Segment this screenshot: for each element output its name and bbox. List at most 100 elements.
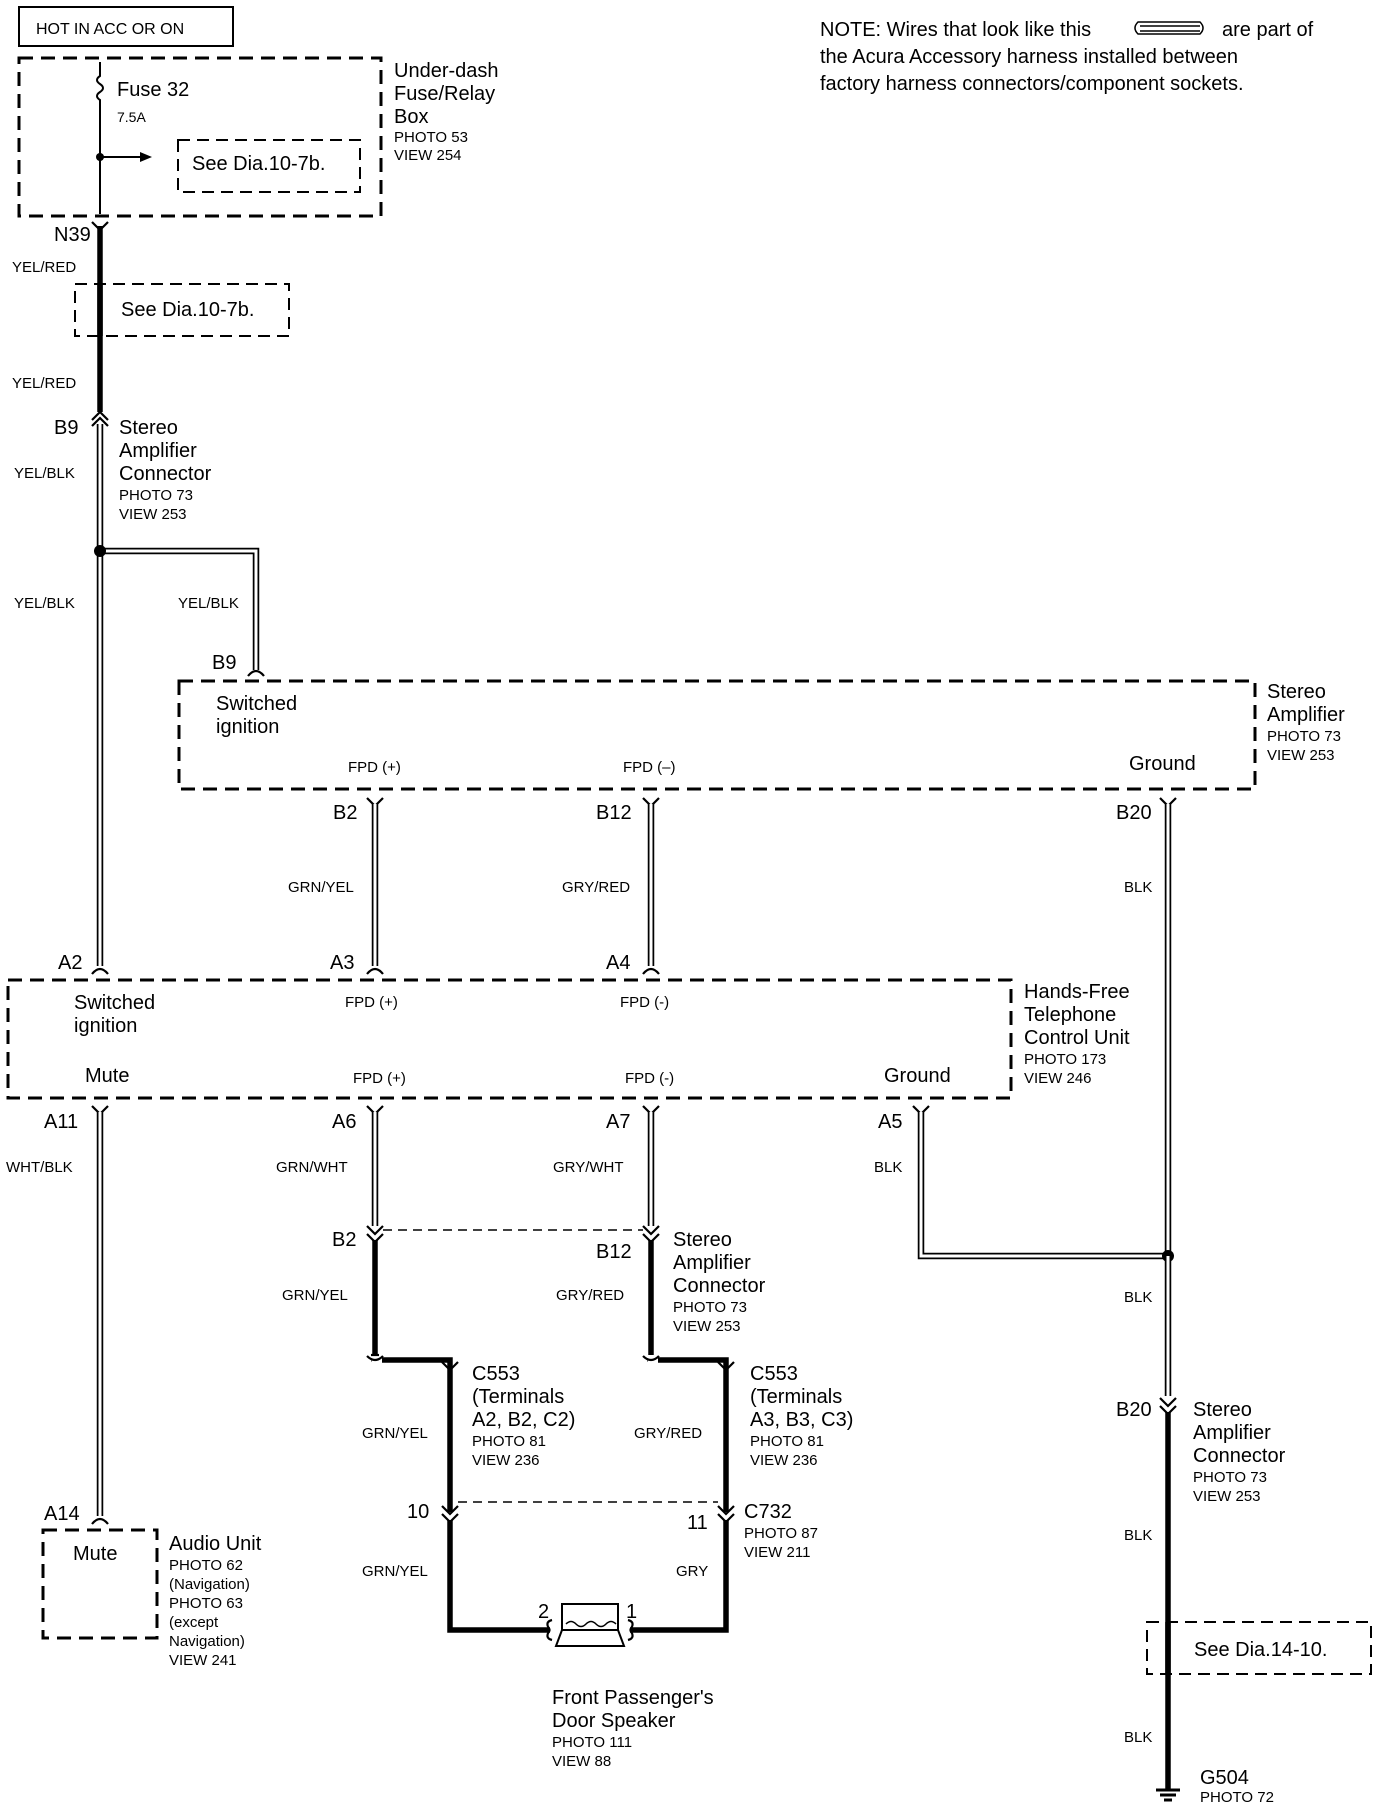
pin-b12-amp: B12 xyxy=(596,802,632,824)
connector-a14 xyxy=(91,1517,109,1525)
wire-blk-1: BLK xyxy=(1124,1289,1152,1306)
wire-gryred-lower: GRY/RED xyxy=(556,1287,624,1304)
fusebox-title3: Box xyxy=(394,106,428,128)
amp-photo: PHOTO 73 xyxy=(1267,728,1341,745)
note-line1b: are part of xyxy=(1222,19,1314,41)
pin-b12-lower: B12 xyxy=(596,1241,632,1263)
lower-amp-conn1: Stereo xyxy=(1193,1399,1252,1421)
amp-switched2: ignition xyxy=(216,716,279,738)
pin-a6: A6 xyxy=(332,1111,356,1133)
wire-grnyel-lower: GRN/YEL xyxy=(282,1287,348,1304)
connector-b2-lower xyxy=(366,1225,384,1244)
wire-grnyel-amp: GRN/YEL xyxy=(288,879,354,896)
amp-title2: Amplifier xyxy=(1267,704,1345,726)
hfu-title2: Telephone xyxy=(1024,1004,1116,1026)
audio-unit-outline xyxy=(41,1528,159,1640)
g504: G504 xyxy=(1200,1767,1249,1789)
pin-a11: A11 xyxy=(44,1111,78,1133)
audio-l1: PHOTO 62 xyxy=(169,1557,243,1574)
c553b-view: VIEW 236 xyxy=(750,1452,818,1469)
upper-see-ref-box xyxy=(74,283,290,337)
fuse-symbol xyxy=(96,62,104,214)
pin-a5: A5 xyxy=(878,1111,902,1133)
connector-b9-amp xyxy=(247,669,265,677)
fusebox-title1: Under-dash xyxy=(394,60,499,82)
hfu-title1: Hands-Free xyxy=(1024,981,1130,1003)
speaker-view: VIEW 88 xyxy=(552,1753,611,1770)
lower-see-ref-box xyxy=(1146,1621,1372,1675)
hfu-photo: PHOTO 173 xyxy=(1024,1051,1106,1068)
pin-a4: A4 xyxy=(606,952,630,974)
pin-b2-amp: B2 xyxy=(333,802,357,824)
upper-conn-view: VIEW 253 xyxy=(119,506,187,523)
power-label: HOT IN ACC OR ON xyxy=(36,21,184,38)
power-label-box xyxy=(18,6,234,47)
lower-amp-conn3: Connector xyxy=(1193,1445,1286,1467)
lower-amp-conn2: Amplifier xyxy=(1193,1422,1271,1444)
wire-grnyel-2: GRN/YEL xyxy=(362,1425,428,1442)
speaker-pin2: 2 xyxy=(538,1601,549,1623)
amp-fpd-neg: FPD (–) xyxy=(623,759,676,776)
lower-conn-view: VIEW 253 xyxy=(673,1318,741,1335)
c553a-2: (Terminals xyxy=(472,1386,564,1408)
speaker-title1: Front Passenger's xyxy=(552,1687,714,1709)
hfu-view: VIEW 246 xyxy=(1024,1070,1092,1087)
audio-l5: Navigation) xyxy=(169,1633,245,1650)
wire-gryred-amp: GRY/RED xyxy=(562,879,630,896)
wire-whtblk: WHT/BLK xyxy=(6,1159,73,1176)
pin-b20-amp: B20 xyxy=(1116,802,1152,824)
c553a-3: A2, B2, C2) xyxy=(472,1409,575,1431)
connector-a2 xyxy=(91,967,109,975)
c732: C732 xyxy=(744,1501,792,1523)
c553b-photo: PHOTO 81 xyxy=(750,1433,824,1450)
wire-gryred-2: GRY/RED xyxy=(634,1425,702,1442)
wire-grnwht: GRN/WHT xyxy=(276,1159,348,1176)
connector-b20-lower xyxy=(1159,1397,1177,1416)
wire-grnyel-3: GRN/YEL xyxy=(362,1563,428,1580)
wire-yelblk-1: YEL/BLK xyxy=(14,465,75,482)
ground-icon xyxy=(1156,1788,1180,1802)
amp-fpd-pos: FPD (+) xyxy=(348,759,401,776)
hfu-switched1: Switched xyxy=(74,992,155,1014)
connector-c553-a xyxy=(441,1361,459,1372)
wire-blk-2: BLK xyxy=(1124,1527,1152,1544)
speaker-pin1: 1 xyxy=(626,1601,637,1623)
lower-conn-photo: PHOTO 73 xyxy=(673,1299,747,1316)
wire-blk-a5: BLK xyxy=(874,1159,902,1176)
c553b-2: (Terminals xyxy=(750,1386,842,1408)
lower-see-ref: See Dia.14-10. xyxy=(1194,1639,1327,1661)
wire-blk-amp: BLK xyxy=(1124,879,1152,896)
audio-l3: PHOTO 63 xyxy=(169,1595,243,1612)
upper-conn-photo: PHOTO 73 xyxy=(119,487,193,504)
amp-view: VIEW 253 xyxy=(1267,747,1335,764)
connector-c553-b xyxy=(717,1361,735,1372)
harness-wire-symbol xyxy=(1134,21,1204,35)
speaker-photo: PHOTO 111 xyxy=(552,1734,632,1751)
audio-l6: VIEW 241 xyxy=(169,1652,237,1669)
wire-gry: GRY xyxy=(676,1563,708,1580)
c553b-1: C553 xyxy=(750,1363,798,1385)
hfu-fpd-neg-top: FPD (-) xyxy=(620,994,669,1011)
c553a-view: VIEW 236 xyxy=(472,1452,540,1469)
wire-blk-3: BLK xyxy=(1124,1729,1152,1746)
amp-title1: Stereo xyxy=(1267,681,1326,703)
splice-yelblk xyxy=(94,545,106,557)
pin-a3: A3 xyxy=(330,952,354,974)
hfu-ground: Ground xyxy=(884,1065,951,1087)
lower-conn1: Stereo xyxy=(673,1229,732,1251)
pin-a7: A7 xyxy=(606,1111,630,1133)
pin-b2-lower: B2 xyxy=(332,1229,356,1251)
wire-grywht: GRY/WHT xyxy=(553,1159,624,1176)
hfu-outline xyxy=(6,978,1013,1100)
fusebox-view: VIEW 254 xyxy=(394,147,462,164)
c732-photo: PHOTO 87 xyxy=(744,1525,818,1542)
wire-yelblk-3: YEL/BLK xyxy=(178,595,239,612)
connector-b12-lower xyxy=(642,1225,660,1244)
lower-amp-photo: PHOTO 73 xyxy=(1193,1469,1267,1486)
amp-ground: Ground xyxy=(1129,753,1196,775)
fusebox-see-ref-box xyxy=(177,139,361,193)
upper-conn3: Connector xyxy=(119,463,212,485)
audio-mute: Mute xyxy=(73,1543,117,1565)
connector-a4 xyxy=(642,967,660,975)
